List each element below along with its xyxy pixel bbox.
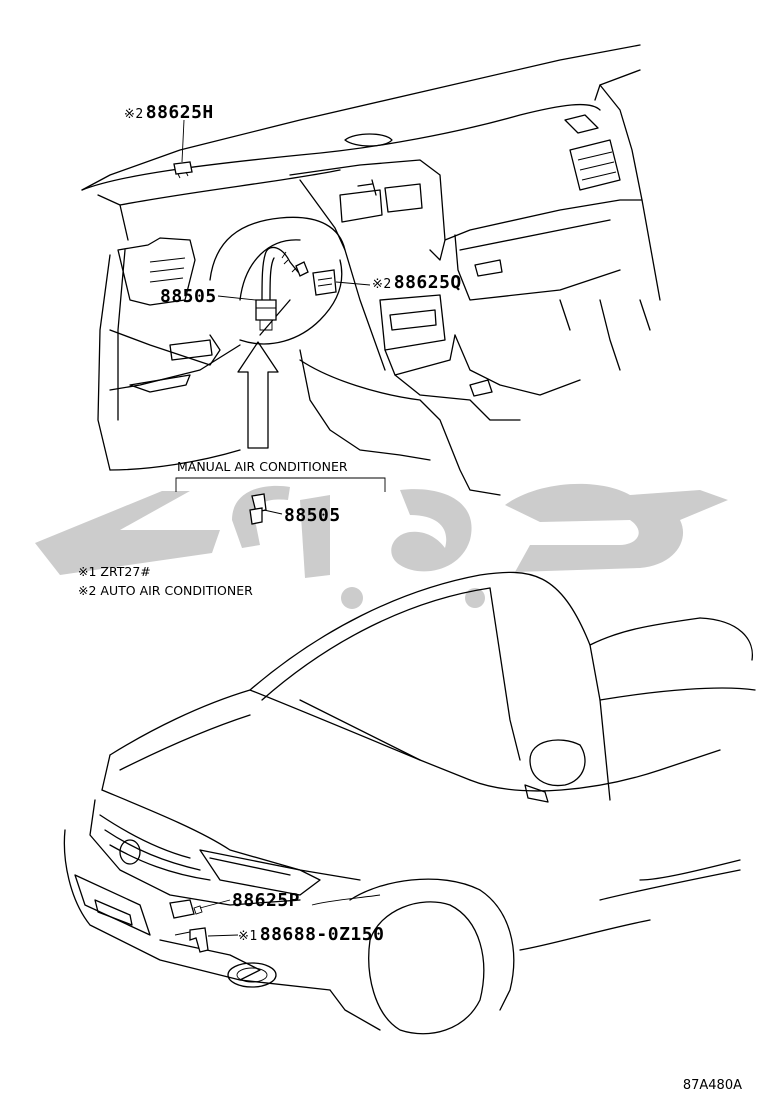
callout-88505-manual: 88505 — [284, 507, 341, 525]
manual-ac-bracket — [175, 477, 386, 492]
figure-code: 87A480A — [682, 1078, 742, 1093]
footnote-text: ZRT27# — [100, 564, 151, 579]
dashboard-illustration — [81, 44, 661, 496]
watermark-logo — [35, 483, 728, 609]
callout-88625P: 88625P — [232, 892, 300, 910]
marker-note-2: ※2 — [124, 107, 144, 122]
callout-88505-dash: 88505 — [160, 288, 217, 306]
part-number: 88625Q — [393, 272, 462, 293]
part-number: 88688-0Z150 — [259, 924, 385, 945]
part-number: 88625P — [232, 890, 301, 911]
footnote-1: ※1 ZRT27# — [78, 564, 151, 579]
footnote-text: AUTO AIR CONDITIONER — [100, 583, 253, 598]
car-illustration — [63, 571, 756, 1035]
footnote-2: ※2 AUTO AIR CONDITIONER — [78, 583, 253, 598]
marker-note-2: ※2 — [372, 277, 392, 292]
manual-ac-heading: MANUAL AIR CONDITIONER — [177, 459, 348, 474]
part-number: 88505 — [160, 286, 217, 307]
part-number: 88505 — [284, 505, 341, 526]
footnote-marker: ※2 — [78, 583, 97, 598]
footnote-marker: ※1 — [78, 564, 97, 579]
marker-note-1: ※1 — [238, 929, 258, 944]
part-number: 88625H — [145, 102, 214, 123]
manual-ac-sensor-drawing — [249, 493, 283, 525]
